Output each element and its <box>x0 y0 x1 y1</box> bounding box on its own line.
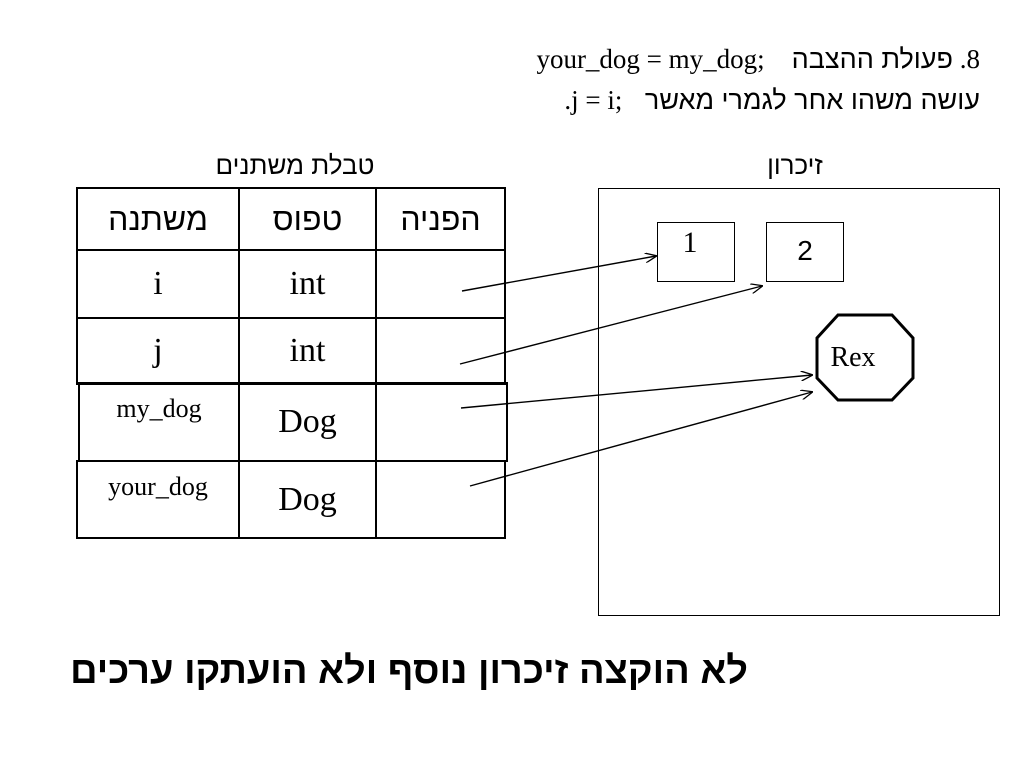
code-j-assign: j = i; <box>571 85 623 115</box>
memory-cell-j <box>766 222 844 282</box>
assignment-operation-text: פעולת ההצבה <box>791 44 953 74</box>
row-your-dog-reference <box>375 460 506 539</box>
conclusion-statement: לא הוקצה זיכרון נוסף ולא הועתקו ערכים <box>70 650 748 692</box>
memory-caption: זיכרון <box>767 150 823 180</box>
arrow-i-to-cell-1 <box>461 256 656 292</box>
rex-object-octagon <box>815 313 915 402</box>
code-your-dog-assign: your_dog = my_dog; <box>536 44 765 74</box>
header-reference: הפניה <box>375 187 506 251</box>
arrow-your-dog-to-rex <box>469 392 812 487</box>
memory-value-1: 1 <box>682 226 698 259</box>
row-your-dog-type: Dog <box>238 460 377 539</box>
row-my-dog-type: Dog <box>238 382 377 462</box>
memory-value-2: 2 <box>797 235 813 266</box>
row-my-dog-variable: my_dog <box>78 382 240 462</box>
memory-cell-i <box>657 222 735 282</box>
statement-line-2: עושה משהו אחר לגמרי מאשר j = i;. <box>564 85 980 116</box>
arrow-j-to-cell-2 <box>459 286 762 365</box>
item-number: 8. <box>959 44 980 74</box>
variable-table-caption: טבלת משתנים <box>215 150 375 180</box>
header-type: טפוס <box>238 187 377 251</box>
row-j-reference <box>375 317 506 385</box>
arrow-my-dog-to-rex <box>460 375 812 409</box>
row-your-dog-variable: your_dog <box>76 460 240 539</box>
rex-object-label: Rex <box>830 342 876 373</box>
different-than-text: עושה משהו אחר לגמרי מאשר <box>644 85 980 115</box>
statement-line-1: 8. פעולת ההצבה your_dog = my_dog; <box>536 44 980 75</box>
line-end-period: . <box>564 85 572 115</box>
memory-area <box>598 188 1000 616</box>
